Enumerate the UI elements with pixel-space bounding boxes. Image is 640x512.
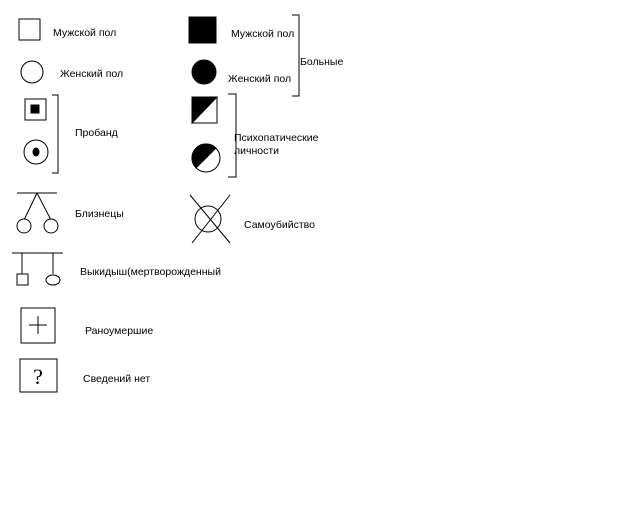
label-affected-group: Больные [300,56,344,68]
male-symbol [18,18,41,41]
early-deceased-symbol [20,307,56,344]
affected-female-symbol [191,59,217,85]
twins-symbol [16,192,59,234]
proband-bracket [52,94,59,174]
label-no-info: Сведений нет [83,373,151,385]
label-proband: Пробанд [75,127,118,139]
psychopathic-bracket [228,93,237,178]
label-early-deceased: Раноумершие [85,325,154,337]
affected-male-symbol [188,16,217,44]
proband-female-symbol [23,139,49,165]
suicide-symbol [189,194,231,244]
label-affected-male: Мужской пол [231,28,295,40]
label-miscarriage: Выкидыш(мертворожденный [80,266,221,278]
label-affected-female: Женский пол [228,73,292,85]
affected-bracket [292,14,300,97]
no-info-symbol [19,358,58,393]
miscarriage-symbol [12,252,63,286]
proband-male-symbol [24,98,47,121]
label-suicide: Самоубийство [244,219,315,231]
label-male: Мужской пол [53,27,117,39]
female-symbol [20,60,44,84]
label-psychopathic: Психопатические личности [234,132,319,157]
psychopathic-female-symbol [191,143,221,173]
label-twins: Близнецы [75,208,124,220]
label-female: Женский пол [60,68,124,80]
question-mark-glyph: ? [33,364,43,389]
psychopathic-male-symbol [191,96,219,125]
